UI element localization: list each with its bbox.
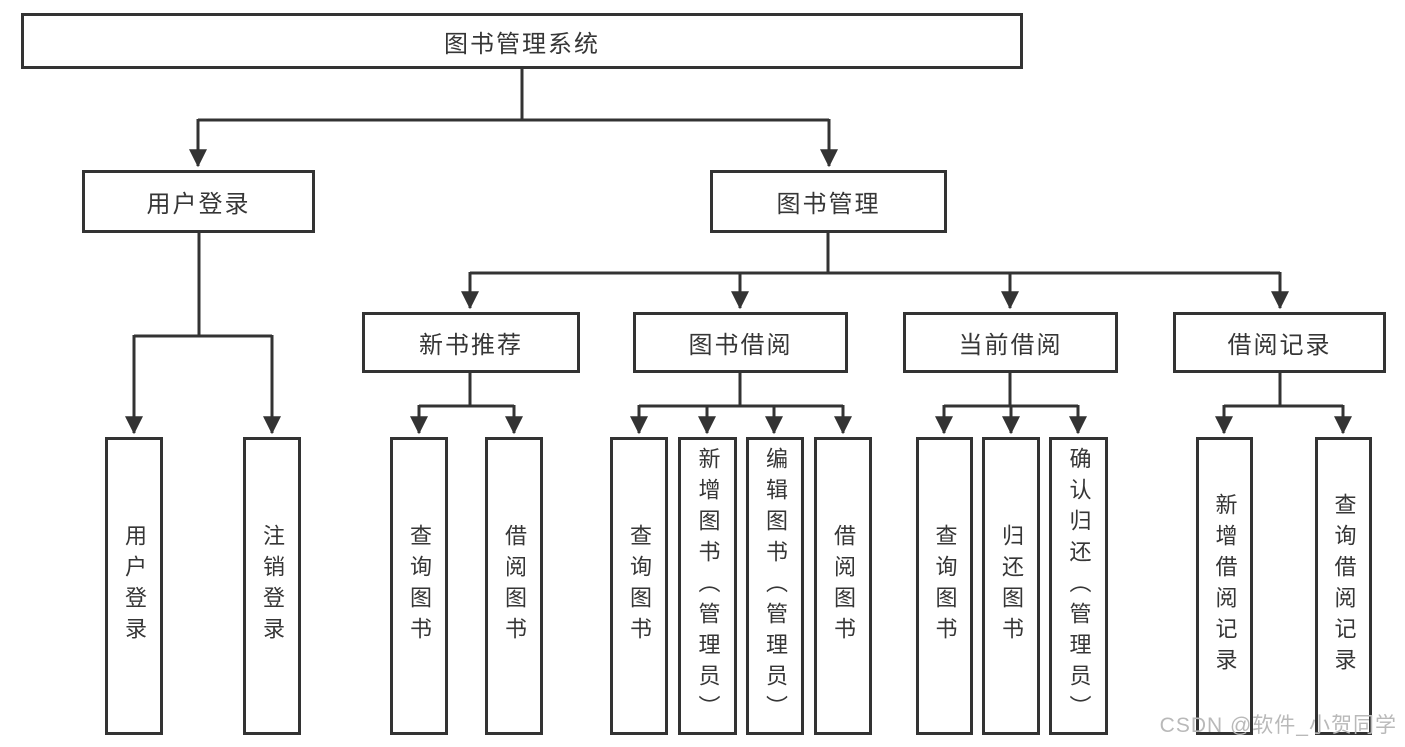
leaf-add-book-admin: 新增图书（管理员） [678, 437, 737, 735]
leaf-borrow-book-2: 借阅图书 [814, 437, 872, 735]
leaf-label: 编辑图书（管理员） [763, 446, 788, 726]
node-label: 用户登录 [146, 191, 251, 218]
leaf-label: 注销登录 [260, 524, 285, 648]
leaf-label: 查询图书 [627, 524, 652, 648]
leaf-label: 借阅图书 [502, 524, 527, 648]
leaf-return-book: 归还图书 [982, 437, 1040, 735]
node-label: 图书借阅 [688, 332, 793, 359]
leaf-edit-book-admin: 编辑图书（管理员） [746, 437, 804, 735]
node-label: 借阅记录 [1227, 332, 1332, 359]
csdn-watermark: CSDN @软件_小贺同学 [1159, 714, 1397, 737]
node-root-library-system: 图书管理系统 [21, 13, 1023, 69]
leaf-query-borrow-record: 查询借阅记录 [1315, 437, 1372, 735]
node-current-borrow: 当前借阅 [903, 312, 1118, 373]
node-new-book-recommend: 新书推荐 [362, 312, 580, 373]
node-label: 新书推荐 [419, 332, 523, 359]
node-label: 当前借阅 [958, 332, 1063, 359]
leaf-query-book-3: 查询图书 [916, 437, 973, 735]
leaf-add-borrow-record: 新增借阅记录 [1196, 437, 1253, 735]
leaf-label: 借阅图书 [831, 524, 856, 648]
node-borrow-records: 借阅记录 [1173, 312, 1386, 373]
leaf-label: 新增借阅记录 [1212, 493, 1238, 679]
leaf-confirm-return-admin: 确认归还（管理员） [1049, 437, 1108, 735]
node-book-borrow: 图书借阅 [633, 312, 848, 373]
leaf-borrow-book-1: 借阅图书 [485, 437, 543, 735]
leaf-label: 新增图书（管理员） [695, 446, 721, 726]
node-book-management: 图书管理 [710, 170, 947, 233]
leaf-query-book-1: 查询图书 [390, 437, 448, 735]
leaf-query-book-2: 查询图书 [610, 437, 668, 735]
leaf-label: 归还图书 [999, 524, 1024, 648]
leaf-user-login: 用户登录 [105, 437, 163, 735]
node-user-login: 用户登录 [82, 170, 315, 233]
leaf-label: 确认归还（管理员） [1066, 446, 1092, 726]
leaf-label: 查询图书 [932, 524, 958, 648]
leaf-logout: 注销登录 [243, 437, 301, 735]
node-label: 图书管理 [776, 191, 881, 218]
leaf-label: 查询图书 [407, 524, 432, 648]
node-label: 图书管理系统 [444, 30, 600, 58]
leaf-label: 查询借阅记录 [1331, 493, 1357, 679]
leaf-label: 用户登录 [122, 524, 147, 648]
